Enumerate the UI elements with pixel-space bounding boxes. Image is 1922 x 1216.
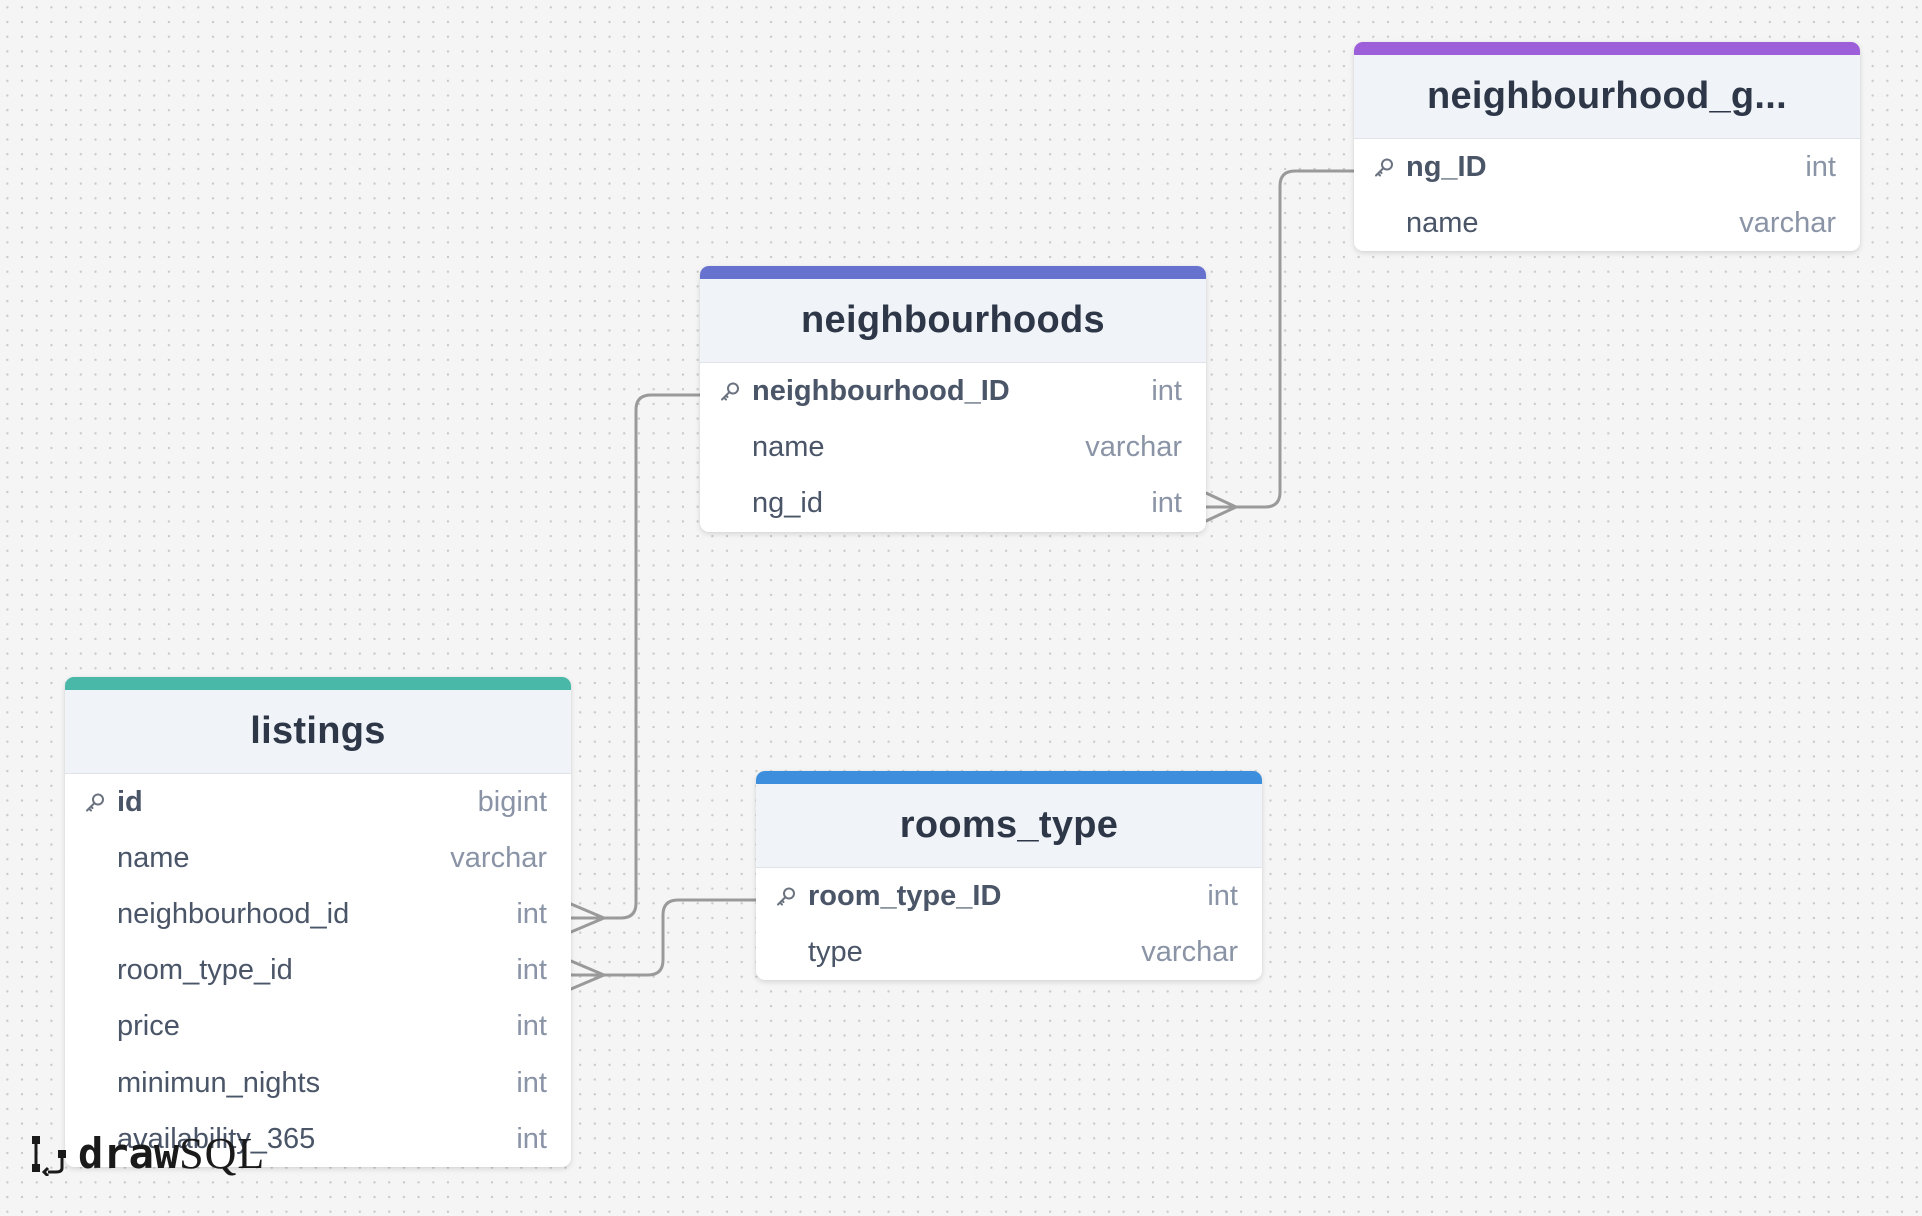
column-type: int (516, 1010, 547, 1043)
column-name: name (1406, 206, 1479, 239)
column-row[interactable]: room_type_id int (65, 943, 571, 999)
column-type: varchar (450, 841, 547, 874)
column-type: int (516, 954, 547, 987)
column-name: ng_ID (1406, 150, 1487, 183)
column-name: neighbourhood_ID (752, 374, 1010, 407)
table-neighbourhoods[interactable]: neighbourhoods neighbourhood_ID int name… (700, 266, 1206, 532)
relation-line-neighbourhood (569, 393, 702, 920)
key-icon (86, 793, 104, 812)
crowfoot-ng (1204, 491, 1238, 523)
drawsql-logo-icon (32, 1135, 66, 1176)
column-name: name (117, 841, 190, 874)
key-icon (1375, 158, 1393, 177)
column-type: int (1151, 374, 1182, 407)
column-row[interactable]: ng_id int (700, 475, 1206, 531)
column-row[interactable]: name varchar (65, 830, 571, 886)
column-row[interactable]: minimun_nights int (65, 1055, 571, 1111)
column-name: availability_365 (117, 1122, 316, 1155)
logo-text-sql: SQL (179, 1129, 266, 1178)
table-accent-bar (756, 771, 1262, 784)
crowfoot-neighbourhood (569, 902, 606, 934)
column-row[interactable]: id bigint (65, 774, 571, 830)
column-type: int (516, 1122, 547, 1155)
column-row[interactable]: name varchar (1354, 195, 1860, 251)
column-name: price (117, 1010, 180, 1043)
relation-line-roomtype (569, 898, 758, 977)
column-row[interactable]: price int (65, 999, 571, 1055)
column-row[interactable]: neighbourhood_id int (65, 886, 571, 942)
relation-line-ng (1204, 169, 1356, 509)
table-title[interactable]: neighbourhoods (700, 279, 1206, 363)
column-type: int (516, 1066, 547, 1099)
table-title[interactable]: listings (65, 690, 571, 774)
table-listings[interactable]: listings id bigint name varchar neighbou… (65, 677, 571, 1168)
column-name: room_type_id (117, 954, 293, 987)
table-title[interactable]: neighbourhood_g... (1354, 55, 1860, 139)
column-row[interactable]: availability_365 int (65, 1111, 571, 1167)
column-type: varchar (1141, 935, 1238, 968)
table-rooms-type[interactable]: rooms_type room_type_ID int type varchar (756, 771, 1262, 981)
column-type: int (516, 897, 547, 930)
column-name: name (752, 430, 825, 463)
column-type: bigint (477, 785, 547, 818)
column-type: int (1207, 879, 1238, 912)
key-icon (721, 382, 739, 401)
column-name: ng_id (752, 486, 823, 519)
column-name: type (808, 935, 863, 968)
column-type: int (1151, 486, 1182, 519)
table-title[interactable]: rooms_type (756, 784, 1262, 868)
table-neighbourhood-groups[interactable]: neighbourhood_g... ng_ID int name varcha… (1354, 42, 1860, 252)
column-row[interactable]: room_type_ID int (756, 868, 1262, 924)
column-type: int (1805, 150, 1836, 183)
column-row[interactable]: name varchar (700, 419, 1206, 475)
column-type: varchar (1085, 430, 1182, 463)
column-row[interactable]: type varchar (756, 924, 1262, 980)
column-name: minimun_nights (117, 1066, 321, 1099)
table-accent-bar (65, 677, 571, 690)
column-name: neighbourhood_id (117, 897, 350, 930)
column-row[interactable]: neighbourhood_ID int (700, 363, 1206, 419)
column-name: id (117, 785, 143, 818)
column-row[interactable]: ng_ID int (1354, 139, 1860, 195)
crowfoot-roomtype (569, 959, 606, 991)
column-type: varchar (1739, 206, 1836, 239)
table-accent-bar (700, 266, 1206, 279)
column-name: room_type_ID (808, 879, 1002, 912)
logo-text-draw: draw (78, 1129, 180, 1178)
drawsql-logo[interactable]: draw SQL (30, 1128, 265, 1179)
key-icon (777, 887, 795, 906)
table-accent-bar (1354, 42, 1860, 55)
